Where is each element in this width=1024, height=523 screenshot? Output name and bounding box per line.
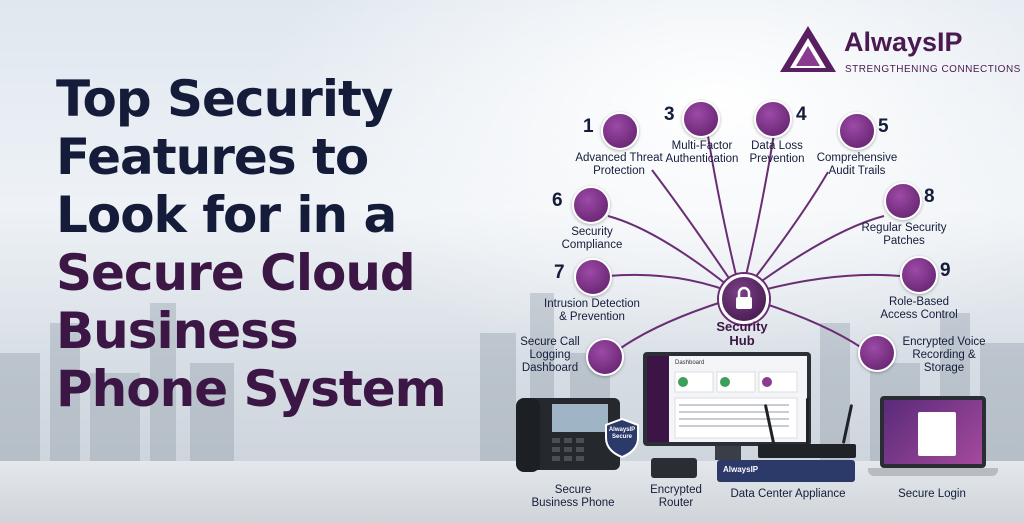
log-lock-icon — [586, 338, 624, 376]
feature-label-line: Comprehensive — [816, 152, 898, 164]
laptop-screen — [884, 400, 982, 464]
tools-icon — [884, 182, 922, 220]
headline-line: Phone System — [56, 360, 447, 418]
headline-line: Look for in a — [56, 186, 397, 244]
feature-label: Intrusion Detection & Prevention — [536, 298, 648, 324]
feature-label-line: Encrypted Voice — [902, 336, 986, 348]
headline-line: Secure Cloud — [56, 244, 416, 302]
router-label: Encrypted Router — [644, 484, 708, 510]
headline-line: Features to — [56, 128, 369, 186]
feature-label-line: Security — [571, 226, 613, 238]
dashboard-widgets — [674, 371, 798, 439]
encrypted-router — [651, 458, 697, 478]
feature-label-line: & Prevention — [559, 311, 625, 323]
feature-label-line: Dashboard — [521, 362, 579, 374]
shield-badge-text: AlwaysIP Secure — [604, 427, 640, 441]
alwaysip-logo: AlwaysIP STRENGTHENING CONNECTIONS — [778, 24, 1020, 76]
shield-badge-icon — [605, 418, 639, 458]
login-label: Secure Login — [898, 488, 966, 500]
monitor-stand — [715, 446, 741, 460]
login-card — [918, 412, 956, 456]
feature-label-line: Prevention — [749, 153, 805, 165]
hub-label-line: Hub — [729, 333, 755, 348]
shield-gear-icon — [601, 112, 639, 150]
laptop — [880, 396, 986, 468]
feature-label-line: Audit Trails — [828, 165, 886, 177]
soc2-badge-icon — [572, 186, 610, 224]
dashboard-title: Dashboard — [675, 360, 705, 366]
feature-label-line: Data Loss — [751, 140, 803, 152]
logo-tagline: STRENGTHENING CONNECTIONS — [845, 64, 1021, 75]
logo-brand: AlwaysIP — [844, 27, 963, 57]
appliance-label: Data Center Appliance — [730, 488, 846, 500]
device-label-line: Secure — [554, 484, 592, 496]
handset — [516, 398, 540, 472]
feature-label: Multi-Factor Authentication — [660, 140, 744, 166]
data-center-appliance: AlwaysIP — [717, 460, 855, 482]
phone-label: Secure Business Phone — [530, 484, 616, 510]
lock-icon — [736, 286, 752, 309]
feature-label-line: Multi-Factor — [671, 140, 733, 152]
headline-line: Business — [56, 302, 299, 360]
feature-label: Security Compliance — [554, 226, 630, 252]
feature-number: 9 — [940, 260, 951, 281]
dashboard-sidebar — [647, 356, 669, 442]
logo-mark-icon — [780, 26, 836, 72]
desk-phone — [516, 398, 620, 472]
feature-number: 3 — [664, 104, 675, 125]
feature-label-line: Protection — [593, 165, 645, 177]
feature-number: 8 — [924, 186, 935, 207]
users-icon — [900, 256, 938, 294]
headline-line: Top Security — [56, 70, 393, 128]
feature-label-line: Patches — [883, 235, 925, 247]
hub-label: Security Hub — [700, 320, 784, 348]
feature-label: Role-Based Access Control — [874, 296, 964, 322]
feature-number: 6 — [552, 190, 563, 211]
device-label-line: Business Phone — [531, 497, 615, 509]
feature-label-line: Compliance — [561, 239, 623, 251]
shield-text-line: Secure — [611, 434, 632, 440]
feature-label-line: Secure Call — [520, 336, 580, 348]
phone-display — [552, 404, 608, 432]
safe-icon — [754, 100, 792, 138]
dashboard-monitor: Dashboard — [643, 352, 811, 446]
feature-label-line: Role-Based — [888, 296, 950, 308]
shield-text-line: AlwaysIP — [608, 427, 636, 433]
feature-label-line: Logging — [529, 349, 571, 361]
feature-label: Secure Call Logging Dashboard — [516, 336, 584, 375]
hub-label-line: Security — [716, 319, 768, 334]
feature-label: Advanced Threat Protection — [555, 152, 683, 178]
waveform-lock-icon — [858, 334, 896, 372]
feature-label-line: Authentication — [665, 153, 739, 165]
antenna — [806, 398, 809, 444]
feature-label: Data Loss Prevention — [744, 140, 810, 166]
phone-password-icon — [682, 100, 720, 138]
feature-label: Regular Security Patches — [856, 222, 952, 248]
feature-label-line: Regular Security — [861, 222, 947, 234]
device-label-line: Encrypted — [650, 484, 702, 496]
dashboard-screen: Dashboard — [647, 356, 807, 442]
feature-label-line: Recording & — [912, 349, 976, 361]
device-label-line: Router — [658, 497, 694, 509]
feature-number: 1 — [583, 116, 594, 137]
feature-label-line: Advanced Threat — [575, 152, 663, 164]
laptop-base — [868, 468, 998, 476]
feature-label-line: Access Control — [880, 309, 958, 321]
feature-number: 7 — [554, 262, 565, 283]
feature-label: Comprehensive Audit Trails — [814, 152, 900, 178]
feature-label-line: Intrusion Detection — [544, 298, 640, 310]
feature-label-line: Storage — [923, 362, 965, 374]
radar-icon — [574, 258, 612, 296]
security-hub — [719, 274, 769, 324]
document-search-icon — [838, 112, 876, 150]
feature-label: Encrypted Voice Recording & Storage — [896, 336, 992, 375]
wireless-appliance — [758, 444, 856, 458]
keypad — [552, 438, 584, 461]
appliance-brand: AlwaysIP — [723, 465, 759, 474]
headline: Top Security Features to Look for in a S… — [56, 70, 496, 418]
feature-number: 5 — [878, 116, 889, 137]
feature-number: 4 — [796, 104, 807, 125]
